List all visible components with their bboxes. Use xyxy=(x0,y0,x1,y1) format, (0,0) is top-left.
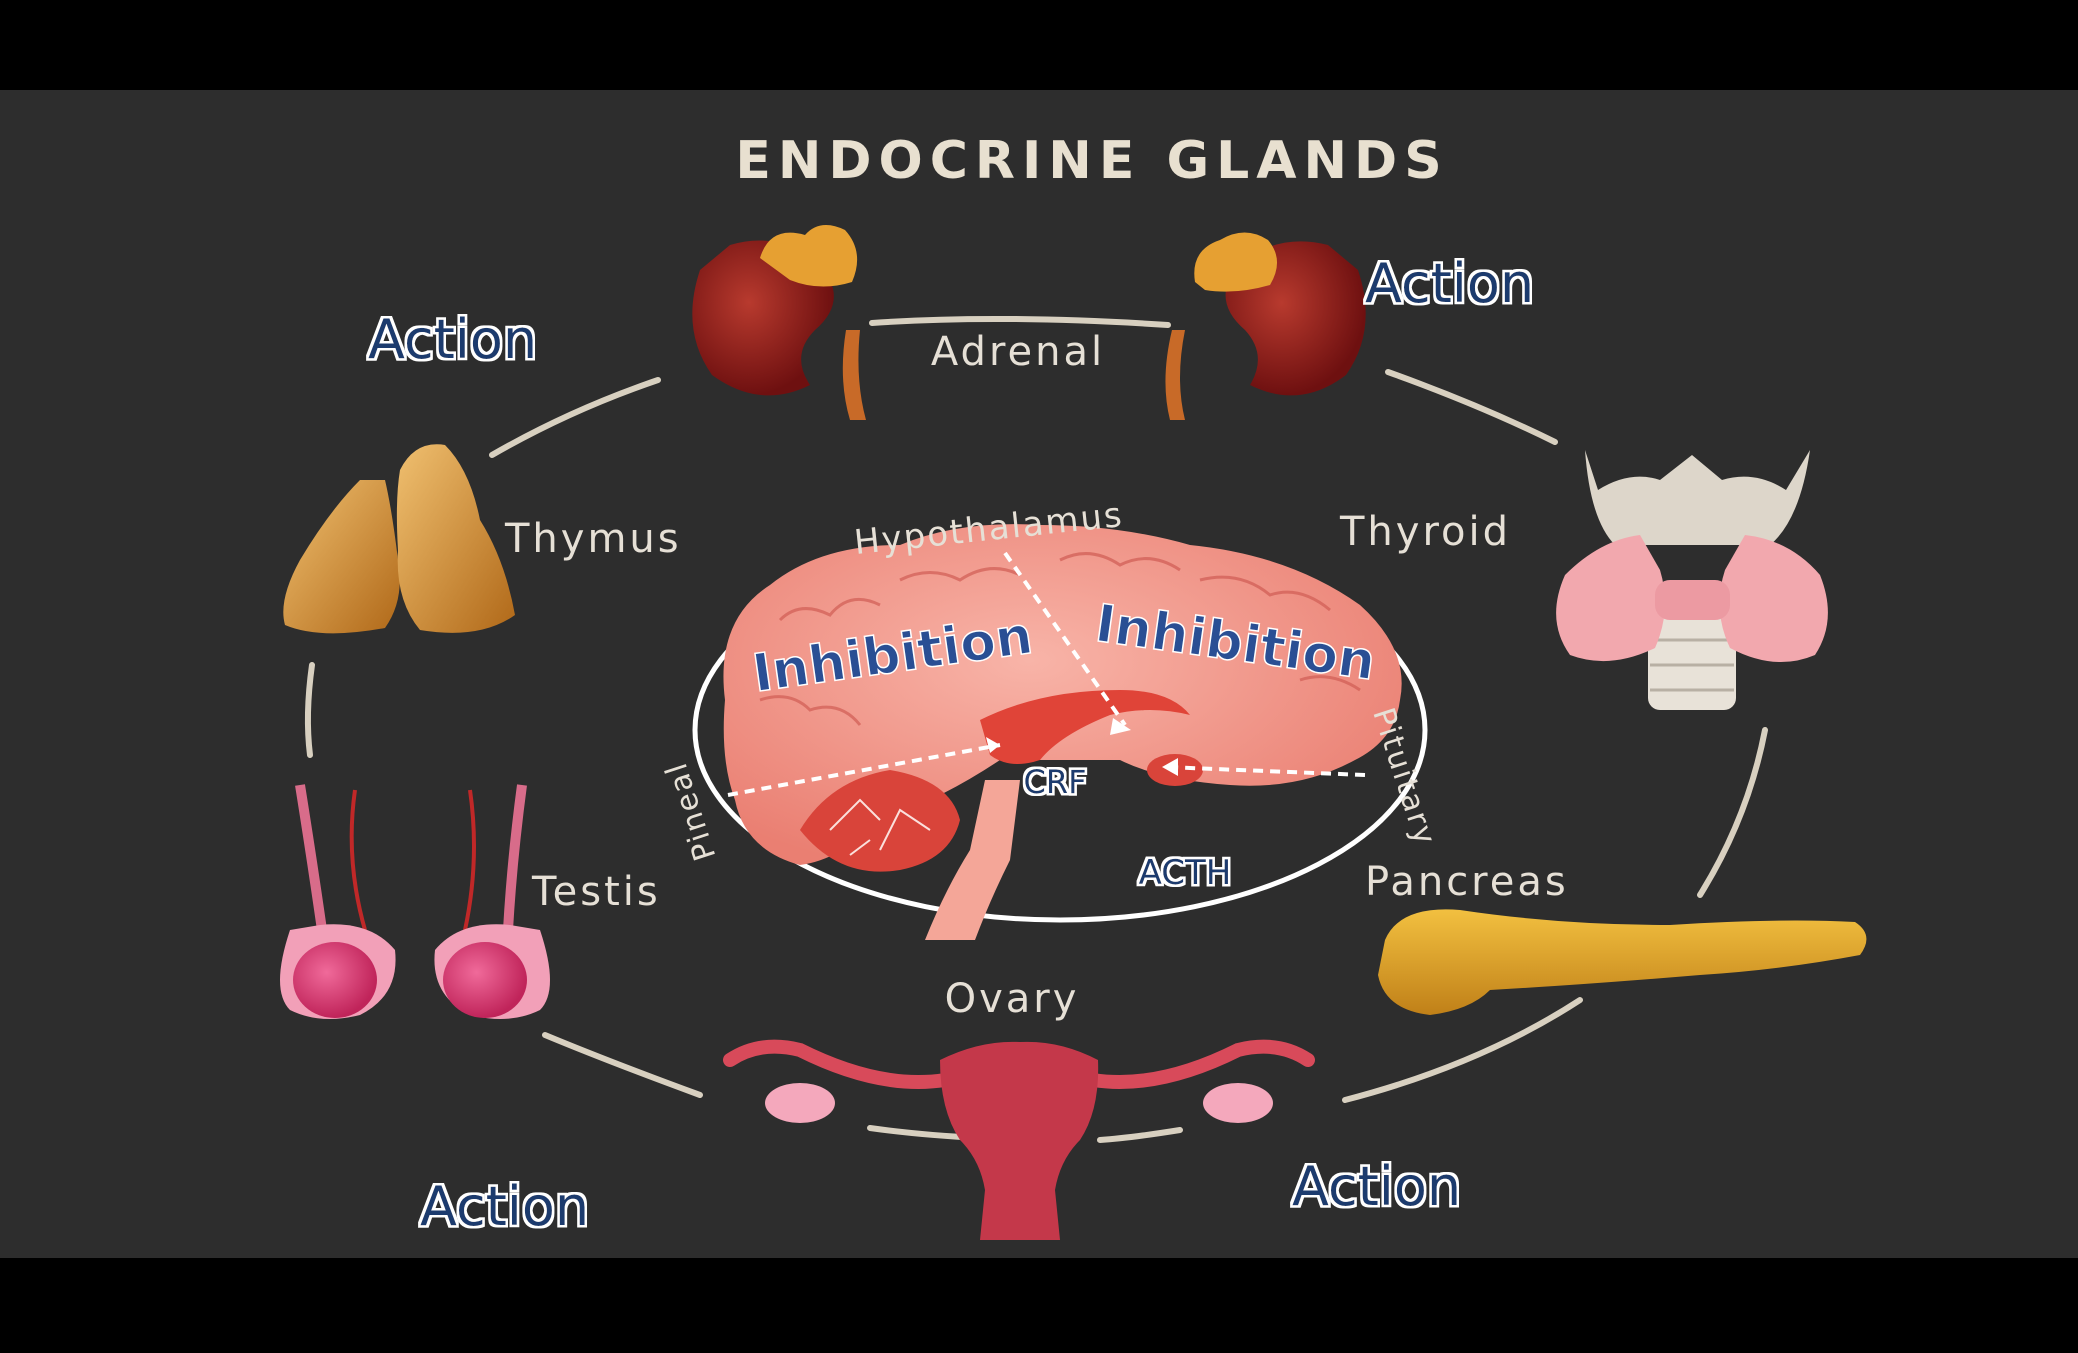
pancreas-label: Pancreas xyxy=(1365,859,1569,905)
testis-illustration xyxy=(280,784,550,1019)
brain-cerebellum xyxy=(800,770,960,872)
adrenal-label: Adrenal xyxy=(931,329,1105,375)
brain-group: Hypothalamus Pituitary Pineal Inhibition… xyxy=(659,495,1443,940)
adrenal-left-illustration xyxy=(692,225,866,420)
pancreas-illustration xyxy=(1378,909,1867,1015)
testis-label: Testis xyxy=(531,869,661,915)
thyroid-label: Thyroid xyxy=(1339,509,1511,555)
brain-stem xyxy=(925,780,1020,940)
brain-midbrain xyxy=(980,690,1190,764)
thymus-illustration xyxy=(283,444,515,634)
acth-label: ACTH xyxy=(1139,853,1232,893)
ovary-label: Ovary xyxy=(945,976,1080,1022)
ovary-illustration xyxy=(723,1039,1315,1240)
action-label-bottom-right: Action xyxy=(1292,1155,1461,1218)
thymus-label: Thymus xyxy=(504,516,682,562)
adrenal-right-illustration xyxy=(1165,232,1366,420)
action-label-bottom-left: Action xyxy=(420,1175,589,1238)
action-label-top-right: Action xyxy=(1365,252,1534,315)
brain-divider-lines xyxy=(727,551,1366,797)
page-title: ENDOCRINE GLANDS xyxy=(735,131,1448,191)
action-label-top-left: Action xyxy=(368,308,537,371)
crf-label: CRF xyxy=(1024,763,1087,801)
thyroid-illustration xyxy=(1556,450,1828,710)
